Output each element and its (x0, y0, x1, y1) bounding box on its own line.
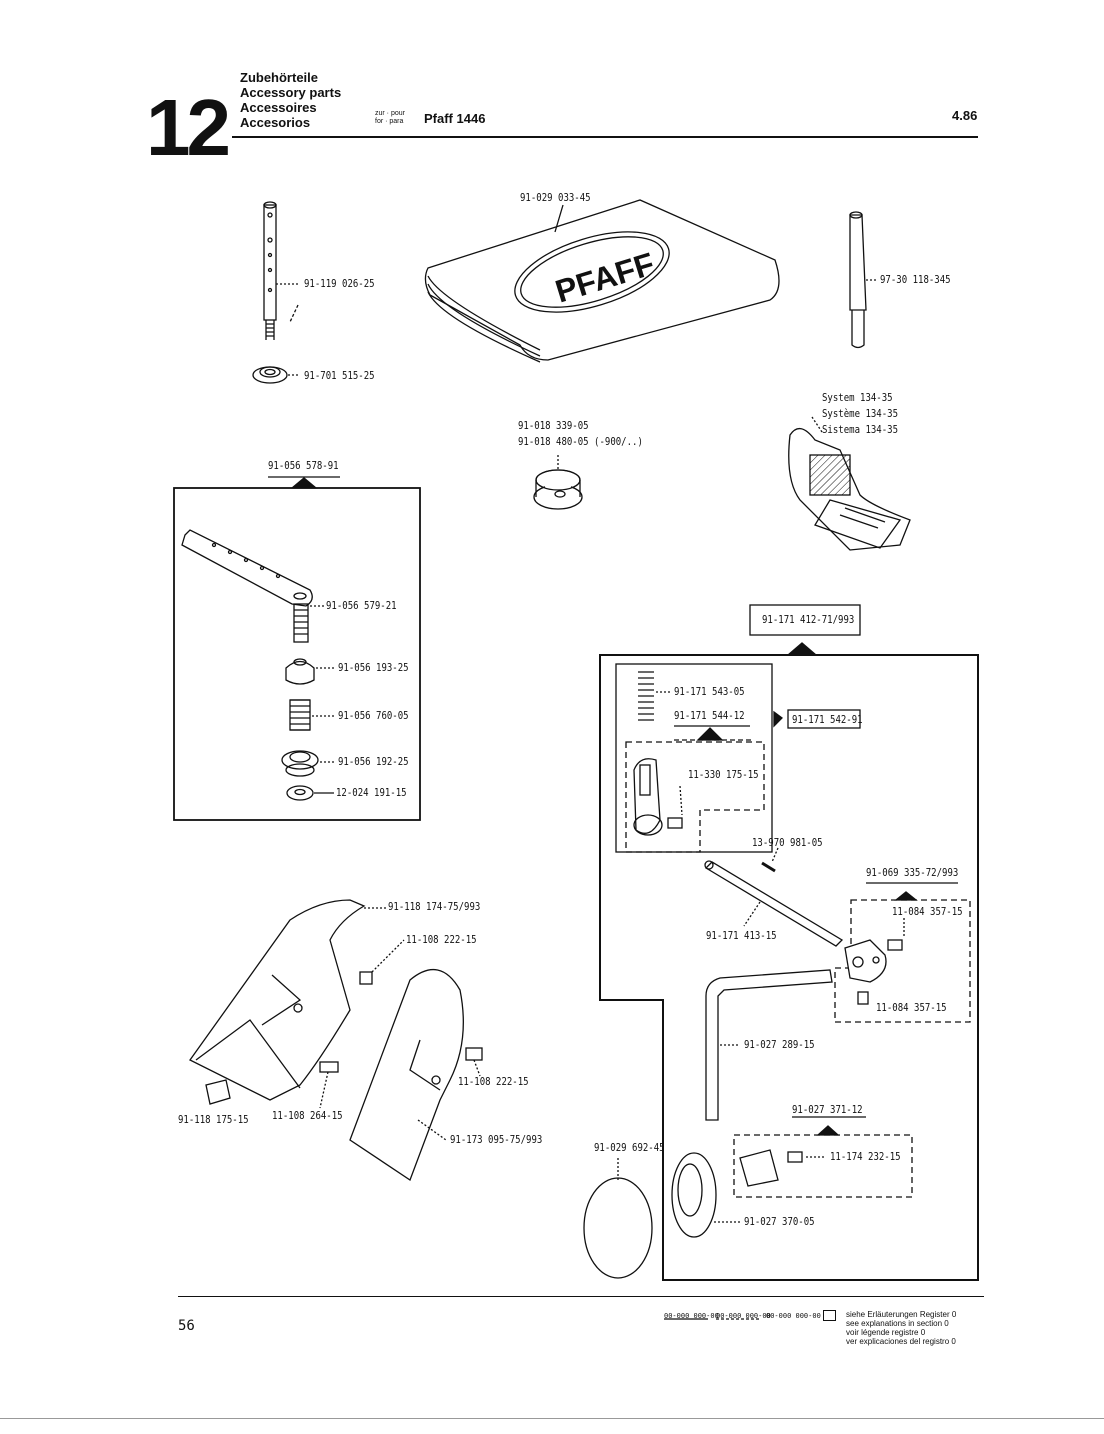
for-label-line: zur · pour (375, 110, 405, 117)
title-en: Accessory parts (240, 85, 342, 100)
legend-box-icon (823, 1310, 836, 1321)
part-label: 91-056 192-25 (338, 755, 409, 768)
needle-system-label: System 134-35 (822, 391, 893, 404)
part-label: 91-118 174-75/993 (388, 900, 481, 913)
oil-tool-drawing (849, 211, 878, 349)
part-label: 91-171 413-15 (706, 929, 777, 942)
part-label: 97-30 118-345 (880, 273, 951, 286)
shaft-drawing (263, 201, 300, 340)
needle-system-label: Système 134-35 (822, 407, 899, 420)
part-label: 91-119 026-25 (304, 277, 375, 290)
part-label: 91-018 339-05 (518, 419, 589, 432)
part-label: 91-056 193-25 (338, 661, 409, 674)
part-label: 91-056 760-05 (338, 709, 409, 722)
part-label: 91-027 289-15 (744, 1038, 815, 1051)
kit-title: 91-171 542-91 (792, 713, 863, 726)
part-label: 11-330 175-15 (688, 768, 759, 781)
belt-guard-drawing (189, 899, 483, 1181)
legend-code: 00-000 000-00 (664, 1312, 719, 1320)
part-label: 91-171 543-05 (674, 685, 745, 698)
scan-edge-line (0, 1418, 1104, 1419)
header-rule (232, 136, 978, 138)
part-label: 13-970 981-05 (752, 836, 823, 849)
legend-code: 00-000 000-00 (716, 1312, 771, 1320)
section-number: 12 (146, 83, 231, 172)
nut-drawing (252, 366, 300, 384)
part-label: 91-029 033-45 (520, 191, 591, 204)
legend-explanation: siehe Erläuterungen Register 0 see expla… (846, 1310, 956, 1346)
part-label: 11-084 357-15 (892, 905, 963, 918)
kit-box-1 (173, 476, 421, 821)
footer-rule (178, 1296, 984, 1297)
part-label: 11-108 264-15 (272, 1109, 343, 1122)
part-label: 91-018 480-05 (-900/..) (518, 435, 643, 448)
kit-box-2 (599, 604, 979, 1281)
legend-line: voir légende registre 0 (846, 1328, 926, 1337)
legend-line: siehe Erläuterungen Register 0 (846, 1310, 957, 1319)
part-label: 11-108 222-15 (458, 1075, 529, 1088)
kit-title: 91-171 412-71/993 (762, 613, 855, 626)
title-fr: Accessoires (240, 100, 317, 115)
part-label: 91-701 515-25 (304, 369, 375, 382)
part-label: 91-056 579-21 (326, 599, 397, 612)
for-label: zur · pour for · para (375, 110, 405, 126)
part-label: 11-108 222-15 (406, 933, 477, 946)
cap-drawing (583, 1158, 653, 1279)
title-de: Zubehörteile (240, 70, 319, 85)
legend-code: 00-000 000-00 (766, 1312, 821, 1320)
part-label: 91-118 175-15 (178, 1113, 249, 1126)
part-label: 91-027 370-05 (744, 1215, 815, 1228)
kit-title: 91-056 578-91 (268, 459, 339, 472)
bobbin-drawing (533, 455, 583, 510)
part-label: 91-029 692-45 (594, 1141, 665, 1154)
manual-book-drawing (424, 199, 780, 363)
part-label: 11-174 232-15 (830, 1150, 901, 1163)
machine-model: Pfaff 1446 (424, 111, 486, 126)
kit-title: 91-069 335-72/993 (866, 866, 959, 879)
part-label: 12-024 191-15 (336, 786, 407, 799)
section-titles: Zubehörteile Accessory parts Accessoires… (240, 70, 341, 130)
needle-package-drawing (788, 416, 911, 551)
part-label: 11-084 357-15 (876, 1001, 947, 1014)
needle-system-label: Sistema 134-35 (822, 423, 899, 436)
for-label-line: for · para (375, 118, 404, 125)
kit-title: 91-027 371-12 (792, 1103, 863, 1116)
page-number: 56 (178, 1318, 195, 1334)
legend-line: see explanations in section 0 (846, 1319, 949, 1328)
legend-line: ver explicaciones del registro 0 (846, 1337, 956, 1346)
title-es: Accesorios (240, 115, 311, 130)
kit-title: 91-171 544-12 (674, 709, 745, 722)
edition-date: 4.86 (952, 108, 978, 123)
part-label: 91-173 095-75/993 (450, 1133, 543, 1146)
